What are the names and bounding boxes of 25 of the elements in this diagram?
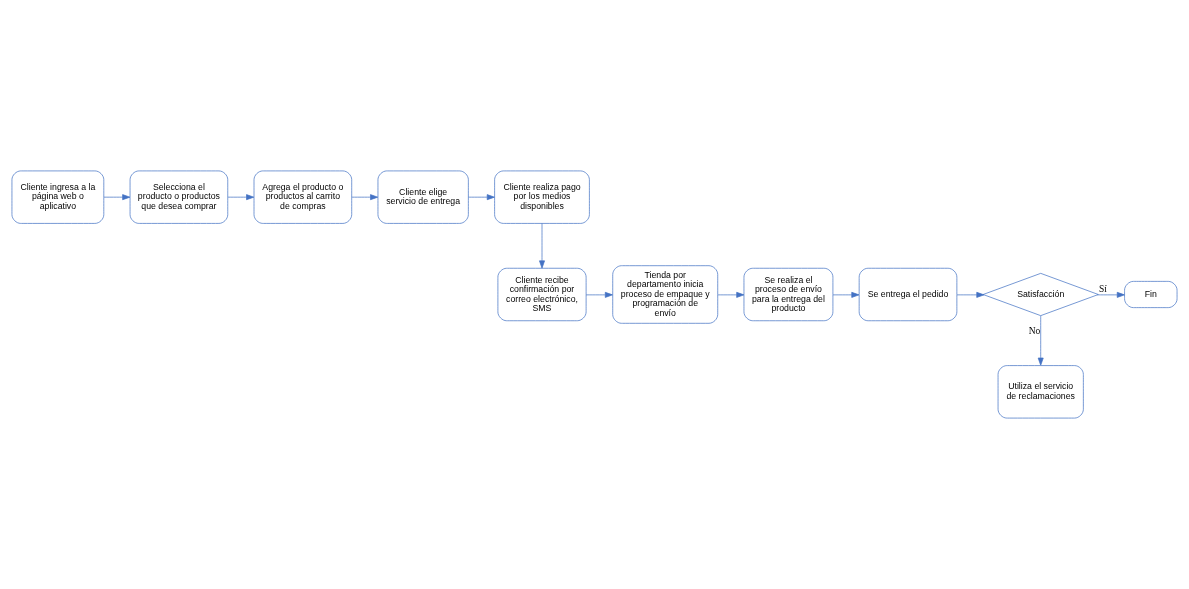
arrow	[585, 291, 613, 298]
arrow	[468, 194, 495, 201]
node-box: Cliente ingresa a la página web o aplicativo	[11, 170, 105, 224]
node-box: Fin	[1124, 281, 1178, 308]
node-box: Utiliza el servicio de reclamaciones	[997, 365, 1084, 419]
arrow	[717, 291, 745, 298]
arrow	[351, 194, 379, 201]
node-box: Se realiza el proceso de envío para la entrega del producto	[743, 267, 834, 322]
node-box: Agrega el producto o productos al carrito de compras	[253, 170, 353, 224]
edge-label: Sí	[1098, 284, 1107, 295]
arrow	[832, 291, 860, 298]
arrow	[1097, 291, 1125, 298]
arrow	[103, 194, 131, 201]
node-box: Cliente elige servicio de entrega	[377, 170, 469, 224]
arrow	[1037, 315, 1044, 366]
node-box: Selecciona el producto o productos que desea comprar	[129, 170, 229, 224]
node-box: Cliente realiza pago por los medios disponibles	[494, 170, 590, 224]
node-box: Tienda por departamento inicia proceso de empaque y programación de envío	[612, 265, 719, 324]
node-box: Cliente recibe confirmación por correo electrónico, SMS	[497, 267, 587, 322]
node-box: Se entrega el pedido	[858, 267, 958, 322]
edge-label: No	[1028, 326, 1041, 337]
arrow	[227, 194, 255, 201]
arrow	[956, 291, 985, 298]
arrow	[539, 223, 545, 269]
node-diamond: Satisfacción	[982, 273, 1099, 316]
